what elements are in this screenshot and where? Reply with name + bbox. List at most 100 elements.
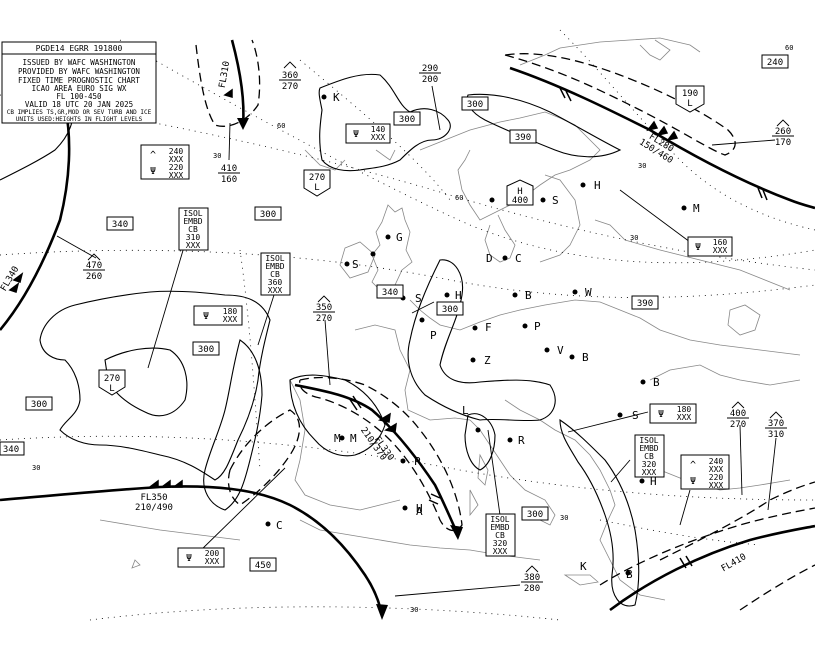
city-letter: A <box>416 505 423 518</box>
spot-height-bottom: 260 <box>86 272 102 282</box>
tropopause-box-label: 240 <box>767 58 783 68</box>
tropopause-box-label: 300 <box>399 115 415 125</box>
wind-pennant <box>656 125 669 137</box>
spot-height-top: 290 <box>422 64 438 74</box>
cat-area <box>504 53 736 156</box>
wind-pennant <box>147 479 159 488</box>
hazard-bottom: XXX <box>709 481 724 490</box>
spot-height-bottom: 160 <box>221 175 237 185</box>
jet-streams <box>0 39 815 620</box>
spot-height-bottom: 270 <box>316 314 332 324</box>
hazard-bottom: 220 <box>169 163 184 172</box>
wind-change-bar <box>762 189 768 201</box>
city-letter: M <box>693 202 700 215</box>
tropopause-box: 240 <box>761 54 789 69</box>
grid-label: 60 <box>455 194 463 202</box>
city-letter: M <box>350 432 357 445</box>
jet-label: FL410 <box>720 552 748 574</box>
cb-line: CB <box>495 531 505 540</box>
tropopause-box-label: 300 <box>442 305 458 315</box>
turbulence-symbol: Ψ <box>690 476 696 487</box>
city-marker <box>502 255 508 261</box>
cb-area-france <box>289 374 386 457</box>
turbulence-symbol: Ψ <box>695 242 701 253</box>
jet-stream <box>509 66 815 210</box>
wind-pennant <box>12 272 24 283</box>
jet-arrowhead <box>237 118 249 130</box>
city-letter: B <box>525 289 532 302</box>
tropopause-value: 270 <box>104 374 120 384</box>
city-marker <box>580 182 586 188</box>
city-marker <box>344 261 350 267</box>
tropopause-box-label: 300 <box>198 345 214 355</box>
cb-area-iceland <box>318 73 451 172</box>
city-marker <box>402 505 408 511</box>
hazard-top: XXX <box>709 465 724 474</box>
hazard-bottom: 220 <box>709 473 724 482</box>
tropopause-box: 300 <box>254 206 282 221</box>
units-note: UNITS USED:HEIGHTS IN FLIGHT LEVELS <box>16 116 143 123</box>
cb-line: XXX <box>186 241 201 250</box>
city-marker <box>472 325 478 331</box>
city-letter: L <box>462 404 469 417</box>
city-letter: D <box>486 252 493 265</box>
icing-symbol: ^ <box>690 460 696 471</box>
cat-area <box>599 507 815 586</box>
turbulence-symbol: Ψ <box>186 553 192 564</box>
tropopause-letter: H <box>517 187 522 197</box>
city-letter: B <box>582 351 589 364</box>
cb-line: XXX <box>642 468 657 477</box>
jet-range: 210/490 <box>135 503 173 513</box>
city-letter: G <box>396 231 403 244</box>
city-marker <box>475 427 481 433</box>
turbulence-top: 140 <box>371 125 386 134</box>
city-marker <box>540 197 546 203</box>
wind-change-bar <box>679 557 687 569</box>
city-letter: Z <box>484 354 491 367</box>
wind-change-bar <box>565 90 572 102</box>
cb-area-atlantic <box>39 290 271 481</box>
spot-height-bottom: 200 <box>422 75 438 85</box>
city-marker <box>370 251 376 257</box>
tropopause-box: 300 <box>25 396 53 411</box>
grid-label: 60 <box>785 44 793 52</box>
tropopause-box-label: 340 <box>112 220 128 230</box>
city-letter: H <box>416 502 423 515</box>
city-letter: F <box>485 321 492 334</box>
spot-height-bottom: 280 <box>524 584 540 594</box>
coastlines <box>99 37 801 601</box>
city-letter: R <box>518 434 525 447</box>
city-letter: C <box>515 252 522 265</box>
tropopause-value: 270 <box>309 173 325 183</box>
jet-stream <box>230 39 245 126</box>
tropopause-box-label: 450 <box>255 561 271 571</box>
spot-height-bottom: 310 <box>768 430 784 440</box>
city-marker <box>544 347 550 353</box>
cat-area <box>227 409 301 506</box>
wind-change-bar <box>430 493 441 499</box>
tropopause-value: 400 <box>512 196 528 206</box>
grid-label: 30 <box>630 234 638 242</box>
city-marker <box>617 412 623 418</box>
tropopause-boxes: 340 300 300 340 300 300 390 340 300 300 … <box>0 54 789 572</box>
jet-wind-symbols <box>8 87 768 569</box>
cb-line: ISOL <box>490 515 509 524</box>
cat-area <box>659 481 815 561</box>
wind-pennant <box>378 412 391 423</box>
turbulence-top: 180 <box>677 405 692 414</box>
hazard-top: XXX <box>169 155 184 164</box>
jet-arrowhead <box>450 525 463 540</box>
city-letter: M <box>334 432 341 445</box>
